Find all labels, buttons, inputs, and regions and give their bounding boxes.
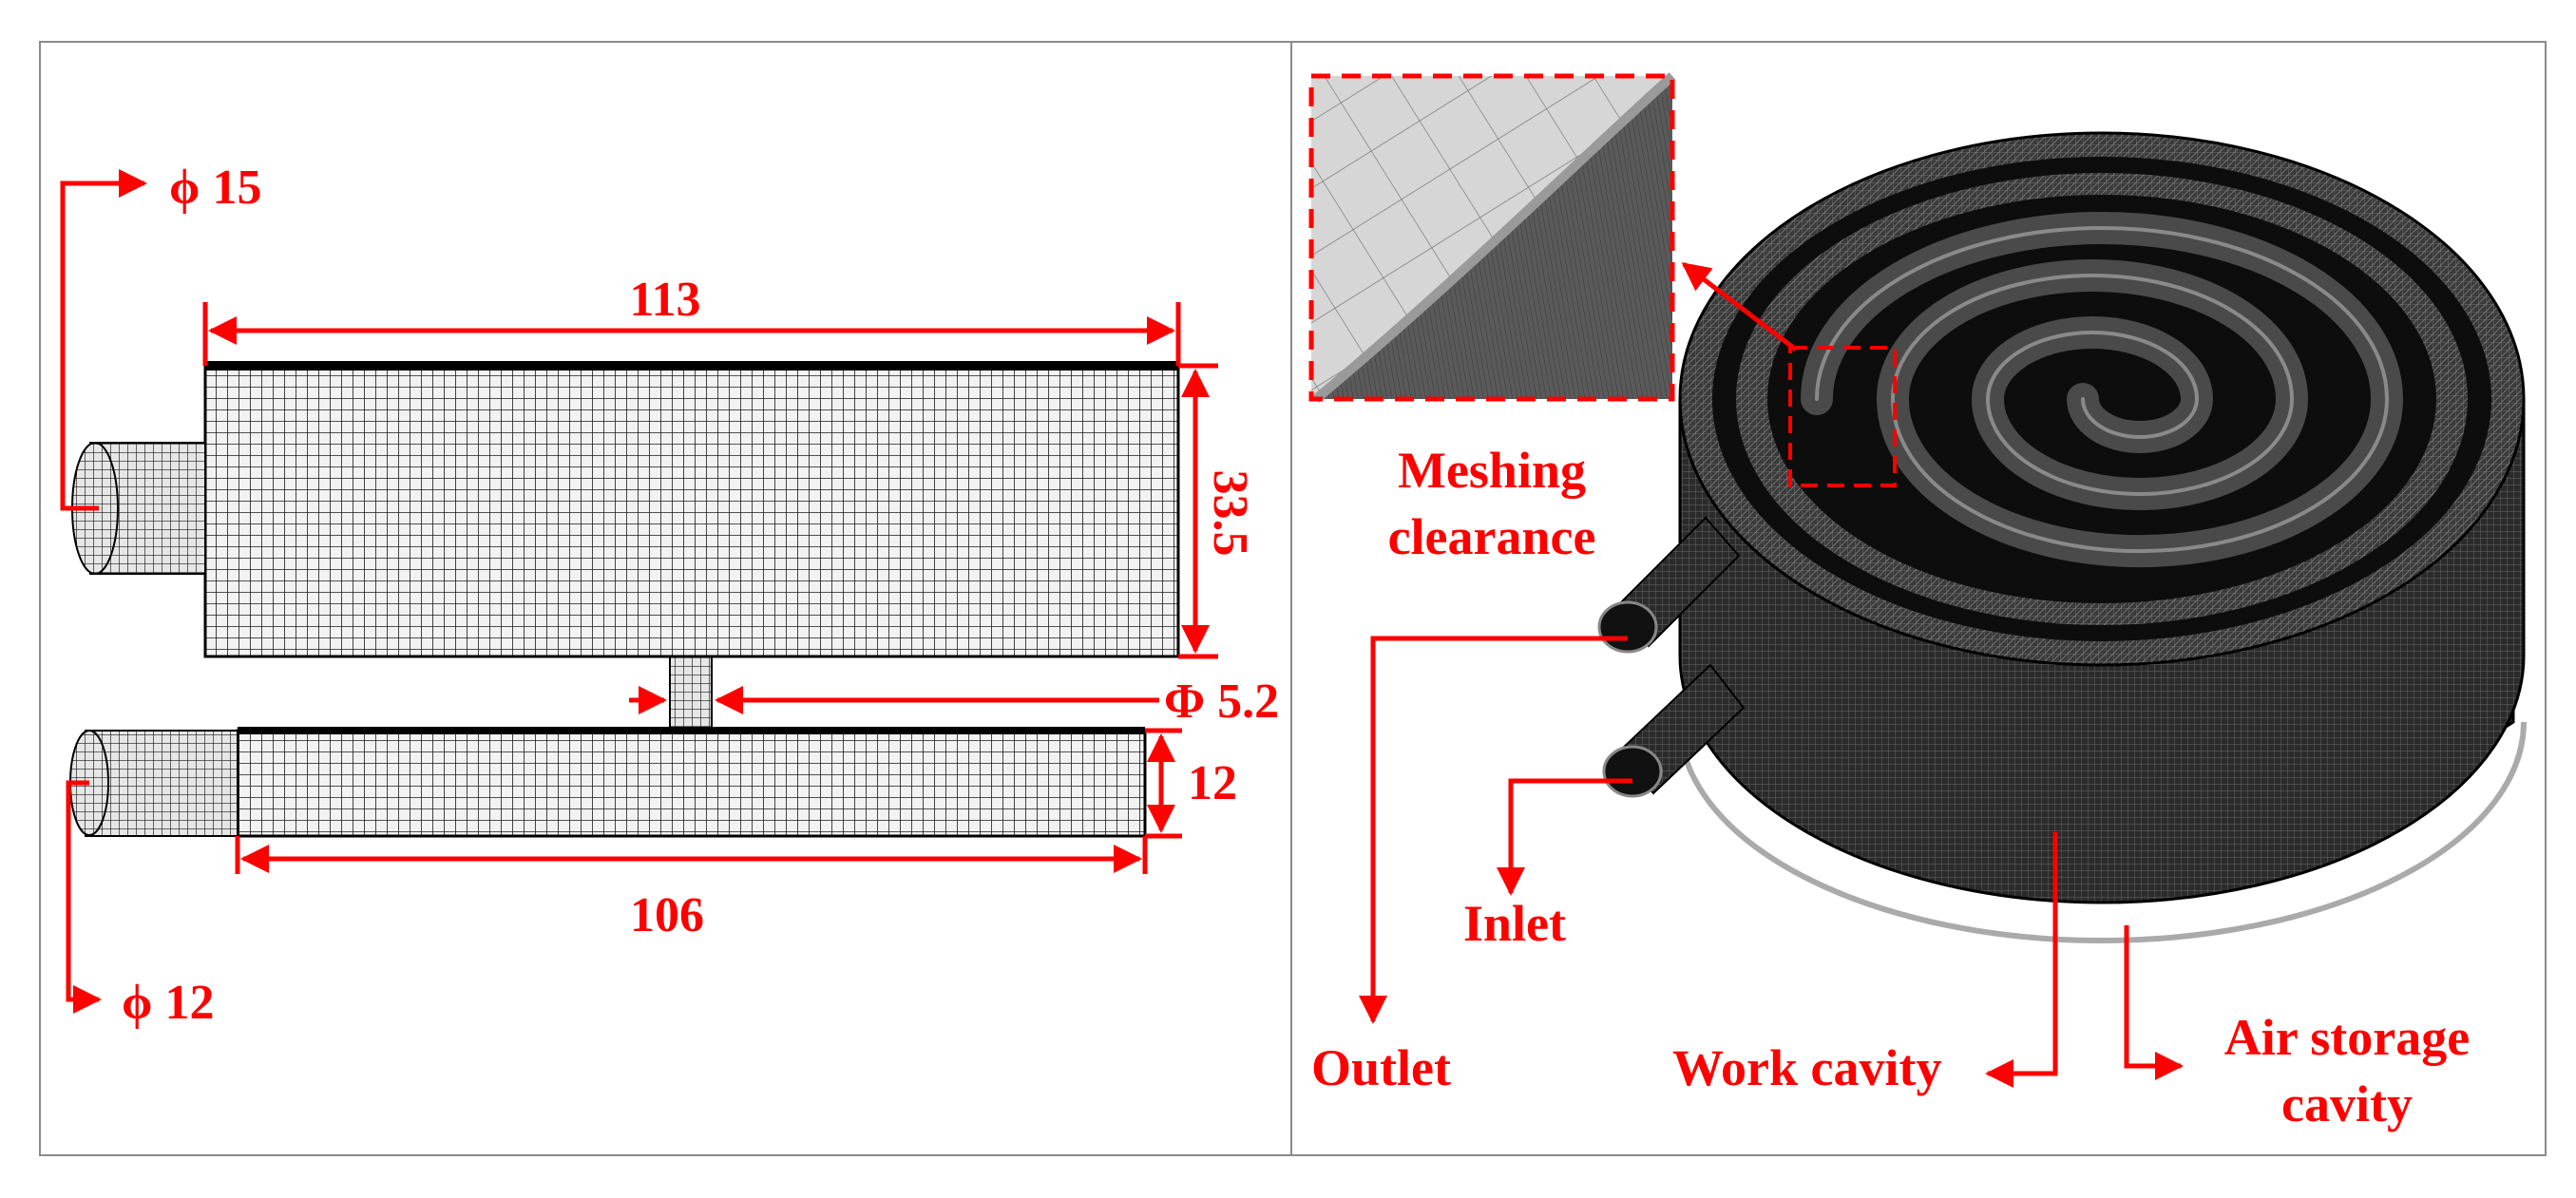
right-panel: Meshing clearance Outlet Inlet Work cavi… <box>1308 72 2527 1132</box>
label-inlet: Inlet <box>1463 895 1566 952</box>
meshing-clearance-marker <box>1788 346 1897 487</box>
air-storage-leader <box>2124 925 2184 1080</box>
label-outlet: Outlet <box>1311 1039 1451 1096</box>
scroll-spiral <box>1801 212 2404 567</box>
label-upper-height: 33.5 <box>1203 470 1257 557</box>
meshing-clearance-inset <box>1308 72 1676 403</box>
outlet-leader <box>1359 636 1628 1024</box>
inlet-pipe <box>1602 663 1746 798</box>
lower-pipe-mesh <box>85 730 239 837</box>
meshing-clearance-leader <box>1681 262 1798 352</box>
dim-lower-pipe <box>66 780 102 1014</box>
upper-body-top-edge <box>205 361 1178 371</box>
inlet-leader <box>1497 778 1632 896</box>
label-shaft-diameter: Φ 5.2 <box>1164 675 1279 729</box>
lower-body-top-edge <box>238 727 1145 734</box>
label-meshing-line2: clearance <box>1388 508 1596 565</box>
dim-upper-height <box>1178 363 1218 659</box>
dim-upper-pipe <box>60 169 147 511</box>
left-panel: ϕ 15 113 33.5 Φ 5.2 12 <box>60 161 1279 1030</box>
label-work-cavity: Work cavity <box>1672 1039 1941 1096</box>
label-upper-length: 113 <box>629 273 700 327</box>
label-meshing-line1: Meshing <box>1398 442 1586 499</box>
dim-upper-length <box>202 302 1181 366</box>
dim-lower-height <box>1145 728 1182 839</box>
work-cavity-leader <box>1985 832 2058 1088</box>
label-upper-pipe-diameter: ϕ 15 <box>169 161 261 215</box>
dim-lower-length <box>235 836 1148 874</box>
label-lower-pipe-diameter: ϕ 12 <box>122 976 214 1030</box>
label-air-storage-line2: cavity <box>2281 1075 2413 1132</box>
upper-body-mesh <box>203 364 1180 658</box>
label-lower-height: 12 <box>1188 756 1237 810</box>
label-air-storage-line1: Air storage <box>2224 1009 2470 1066</box>
lower-body-mesh <box>236 729 1147 838</box>
shaft-mesh <box>669 656 713 732</box>
label-lower-length: 106 <box>630 888 704 942</box>
